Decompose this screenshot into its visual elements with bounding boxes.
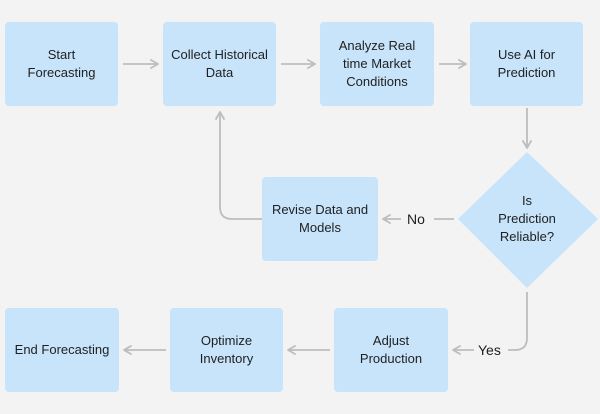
node-start-forecasting-label: Start Forecasting xyxy=(27,47,96,80)
node-optimize-inventory: Optimize Inventory xyxy=(170,308,283,392)
node-collect-historical-data-label: Collect Historical Data xyxy=(171,47,268,80)
connector-decision-yes xyxy=(508,292,528,351)
decision-label: Is Prediction Reliable? xyxy=(498,193,556,244)
node-end-forecasting: End Forecasting xyxy=(5,308,119,392)
edge-label-no: No xyxy=(407,211,425,227)
node-revise-data-models-label: Revise Data and Models xyxy=(271,202,369,235)
node-use-ai-prediction: Use AI for Prediction xyxy=(470,22,583,106)
arrow-revise-to-collect xyxy=(215,111,262,220)
node-collect-historical-data: Collect Historical Data xyxy=(163,22,276,106)
node-analyze-market-conditions: Analyze Real time Market Conditions xyxy=(320,22,434,106)
node-adjust-production-label: Adjust Production xyxy=(359,333,423,366)
node-optimize-inventory-label: Optimize Inventory xyxy=(199,333,254,366)
edge-label-yes: Yes xyxy=(478,342,501,358)
node-adjust-production: Adjust Production xyxy=(334,308,448,392)
node-revise-data-models: Revise Data and Models xyxy=(262,177,378,261)
decision-diamond xyxy=(458,152,598,288)
node-analyze-market-conditions-label: Analyze Real time Market Conditions xyxy=(338,38,416,89)
node-use-ai-prediction-label: Use AI for Prediction xyxy=(497,47,556,80)
node-start-forecasting: Start Forecasting xyxy=(5,22,118,106)
node-end-forecasting-label: End Forecasting xyxy=(14,342,110,357)
